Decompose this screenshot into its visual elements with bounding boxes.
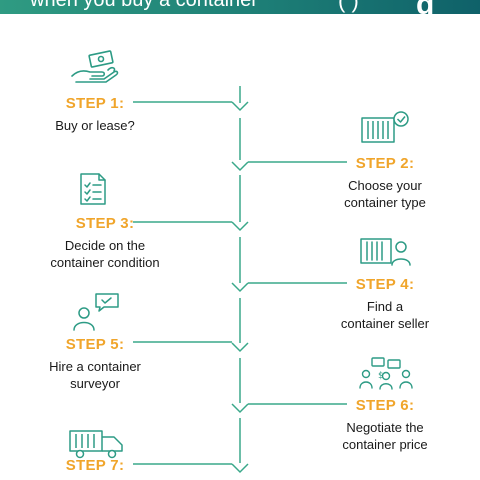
step-2: STEP 2: Choose your container type: [310, 155, 460, 211]
chevron-down-icon: [231, 282, 249, 293]
step-description: Buy or lease?: [55, 118, 135, 133]
step-description-line2: container condition: [50, 255, 160, 270]
chevron-down-icon: [231, 101, 249, 112]
step-1: STEP 1: Buy or lease?: [20, 95, 170, 134]
checklist-icon: [80, 173, 106, 205]
svg-text:$: $: [378, 371, 384, 381]
header-fragment: ( ): [338, 0, 359, 13]
step-description: Hire a container: [49, 359, 141, 374]
container-person-icon: [360, 238, 411, 266]
step-3: STEP 3: Decide on the container conditio…: [20, 215, 190, 271]
step-description-line2: surveyor: [70, 376, 120, 391]
negotiation-icon: $: [359, 357, 413, 390]
step-number: STEP 2:: [355, 155, 415, 172]
container-check-icon: [361, 111, 409, 143]
truck-icon: [69, 430, 123, 459]
step-5: STEP 5: Hire a container surveyor: [20, 336, 170, 392]
hand-cash-icon: [71, 50, 119, 83]
step-6: STEP 6: Negotiate the container price: [310, 397, 460, 453]
step-7: STEP 7:: [20, 457, 170, 475]
step-description: Negotiate the: [346, 420, 424, 435]
chevron-down-icon: [231, 342, 249, 353]
chevron-down-icon: [231, 403, 249, 414]
step-description: Choose your: [348, 178, 422, 193]
step-description-line2: container seller: [340, 316, 430, 331]
header-title: when you buy a container: [30, 0, 258, 11]
step-description-line2: container type: [344, 195, 426, 210]
step-4: STEP 4: Find a container seller: [310, 276, 460, 332]
chevron-down-icon: [231, 221, 249, 232]
step-number: STEP 1:: [65, 95, 125, 112]
step-number: STEP 5:: [65, 336, 125, 353]
step-number: STEP 6:: [355, 397, 415, 414]
person-chat-icon: [73, 293, 119, 331]
step-number: STEP 7:: [65, 457, 125, 474]
header-banner: when you buy a container ( ) g: [0, 0, 480, 14]
step-description: Decide on the: [64, 238, 146, 253]
step-number: STEP 3:: [75, 215, 135, 232]
chevron-down-icon: [231, 463, 249, 474]
chevron-down-icon: [231, 161, 249, 172]
step-description-line2: container price: [342, 437, 428, 452]
step-description: Find a: [366, 299, 404, 314]
step-number: STEP 4:: [355, 276, 415, 293]
header-letter: g: [416, 0, 434, 14]
